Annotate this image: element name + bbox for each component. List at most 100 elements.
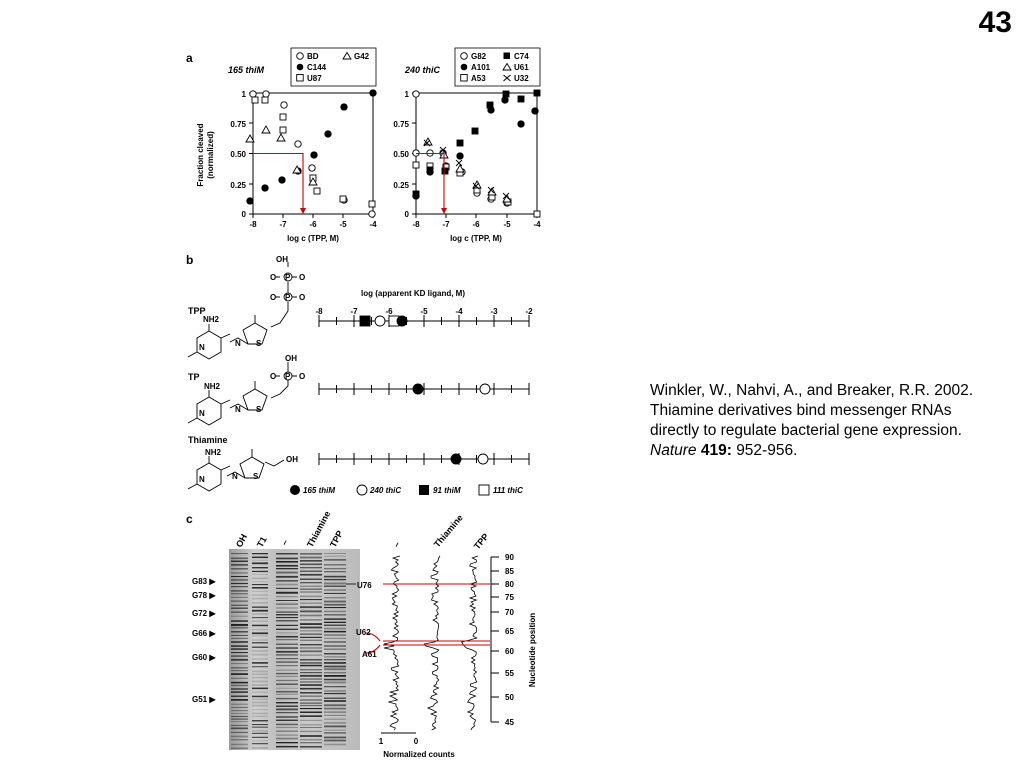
lane-minus: –	[279, 538, 290, 547]
tp-nh2: NH2	[204, 382, 221, 391]
legend-open-circle-icon	[460, 52, 468, 60]
legend-open-square-icon	[478, 484, 490, 496]
xtick-m5-right: -5	[503, 220, 511, 229]
ktick-m6: -6	[385, 307, 393, 316]
ktick-m3: -3	[490, 307, 498, 316]
tpp-p-2: P	[285, 293, 291, 302]
position-axis-title: Nucleotide position	[528, 613, 537, 687]
legend-triangle-icon	[502, 62, 512, 71]
ktick-m2: -2	[525, 307, 533, 316]
tpp-structure	[187, 262, 297, 360]
tp-p: P	[285, 372, 291, 381]
ktick-m5: -5	[420, 307, 428, 316]
ytick-050: 0.50	[230, 150, 246, 159]
lane-t1: T1	[255, 535, 269, 549]
legend-filled-square-icon	[419, 485, 429, 495]
marker-g72: G72 ▶	[192, 609, 216, 618]
panel-b-axis-title: log (apparent KD ligand, M)	[361, 289, 465, 298]
tp-n-1: N	[199, 409, 205, 418]
citation-line-1: Winkler, W., Nahvi, A., and Breaker, R.R…	[650, 382, 974, 399]
legend-240-thic: 240 thiC	[369, 486, 401, 495]
pos-85: 85	[505, 567, 514, 576]
marker-g66: G66 ▶	[192, 629, 216, 638]
pos-80: 80	[505, 580, 514, 589]
legend-u87: U87	[307, 74, 322, 83]
legend-filled-circle-icon	[290, 485, 300, 495]
ytick-1: 1	[242, 90, 247, 99]
panel-a-label: a	[186, 51, 193, 65]
thiamine-s: S	[253, 472, 259, 481]
marker-g78: G78 ▶	[192, 591, 216, 600]
annot-u76: U76	[357, 581, 372, 590]
pos-65: 65	[505, 627, 514, 636]
ktick-m8: -8	[315, 307, 323, 316]
legend-open-square-icon	[296, 74, 304, 82]
panel-b-thiamine-points	[450, 453, 489, 465]
xtick-m7-right: -7	[442, 220, 450, 229]
marker-g51: G51 ▶	[192, 695, 216, 704]
slide-number: 43	[978, 6, 1012, 39]
panel-a-right-ec50-line	[416, 152, 445, 212]
thiamine-nh2: NH2	[205, 448, 222, 457]
ytick-025-right: 0.25	[393, 181, 409, 190]
panel-b-axes	[318, 315, 530, 465]
tpp-n-2: N	[235, 339, 241, 348]
legend-bd: BD	[307, 52, 319, 61]
legend-a101: A101	[471, 63, 491, 72]
citation: Winkler, W., Nahvi, A., and Breaker, R.R…	[650, 381, 1020, 461]
xtick-m8-right: -8	[412, 220, 420, 229]
marker-g60: G60 ▶	[192, 653, 216, 662]
ytick-0-right: 0	[405, 210, 410, 219]
tpp-p-1: P	[285, 273, 291, 282]
ytick-0: 0	[242, 210, 247, 219]
ytick-025: 0.25	[230, 181, 246, 190]
ytick-1-right: 1	[405, 90, 410, 99]
panel-a-left-ec50-line	[253, 152, 304, 212]
position-ticks	[491, 556, 499, 723]
panel-a-left-xticks	[252, 214, 374, 218]
legend-u61: U61	[514, 63, 529, 72]
legend-g42: G42	[354, 52, 370, 61]
tp-oh: OH	[285, 354, 297, 363]
legend-cross-icon	[503, 74, 511, 82]
annotation-lines	[365, 583, 490, 654]
pos-70: 70	[505, 608, 514, 617]
thiamine-n-1: N	[199, 475, 205, 484]
annot-a61: A61	[362, 650, 377, 659]
panel-a-ylabel-1: Fraction cleaved	[196, 123, 205, 186]
tpp-o-1: O	[270, 273, 276, 282]
legend-box-left	[290, 47, 377, 87]
legend-filled-circle-icon	[296, 63, 304, 71]
tp-o-2: O	[299, 372, 305, 381]
legend-open-square-icon	[460, 74, 468, 82]
tpp-s: S	[256, 339, 262, 348]
legend-u32: U32	[514, 74, 529, 83]
marker-g83: G83 ▶	[192, 577, 216, 586]
panel-a-ylabel-2: (normalized)	[206, 131, 215, 179]
tp-structure	[187, 362, 297, 426]
row-label-tp: TP	[188, 372, 200, 382]
thiamine-structure	[187, 449, 285, 492]
xtick-m6-right: -6	[472, 220, 480, 229]
tp-o-1: O	[270, 372, 276, 381]
legend-filled-circle-icon	[460, 63, 468, 71]
arrow-down-icon	[300, 208, 306, 214]
tpp-o-4: O	[299, 293, 305, 302]
xtick-m7: -7	[279, 220, 287, 229]
tp-n-2: N	[235, 405, 241, 414]
panel-a-right-xlabel: log c (TPP, M)	[450, 234, 502, 243]
citation-line-3: directly to regulate bacterial gene expr…	[650, 422, 962, 439]
citation-line-2: Thiamine derivatives bind messenger RNAs	[650, 402, 952, 419]
pos-75: 75	[505, 593, 514, 602]
tp-s: S	[256, 405, 262, 414]
legend-open-circle-icon	[356, 484, 368, 496]
tpp-n-1: N	[199, 343, 205, 352]
xtick-m6: -6	[309, 220, 317, 229]
xtick-m4-right: -4	[533, 220, 541, 229]
ytick-050-right: 0.50	[393, 150, 409, 159]
annot-u62: U62	[356, 628, 371, 637]
legend-box-right	[454, 47, 541, 87]
tpp-oh-1: OH	[276, 255, 288, 264]
legend-g82: G82	[471, 52, 487, 61]
xtick-m4: -4	[369, 220, 377, 229]
